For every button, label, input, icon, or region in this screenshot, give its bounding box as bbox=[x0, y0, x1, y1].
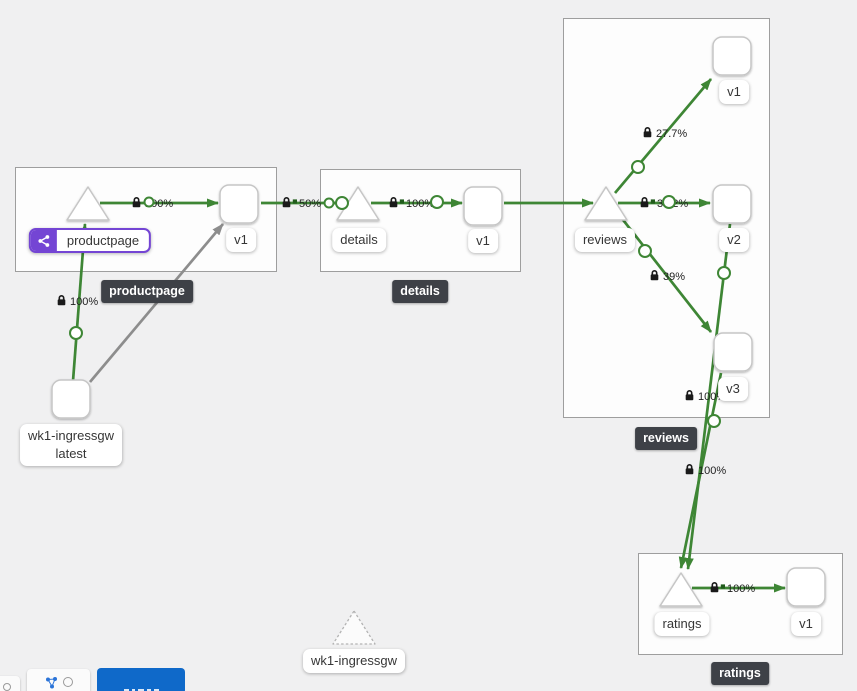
edge-reviews-v3-to-ratings[interactable] bbox=[678, 372, 723, 569]
edge-marker-square bbox=[399, 199, 404, 204]
edge-waypoint-circle bbox=[430, 195, 444, 209]
traffic-rate-label: 100% bbox=[406, 198, 434, 210]
edge-reviews-to-v1[interactable] bbox=[613, 78, 713, 194]
mtls-lock-icon bbox=[709, 581, 720, 594]
edge-waypoint-circle bbox=[335, 196, 349, 210]
app-label-productpage-service: productpage bbox=[28, 228, 152, 253]
group-reviews-badge: reviews bbox=[635, 427, 697, 450]
group-details-badge: details bbox=[392, 280, 448, 303]
graph-nodes-icon bbox=[45, 676, 57, 688]
mtls-lock-icon bbox=[684, 389, 695, 402]
traffic-rate-label: 39% bbox=[663, 271, 685, 283]
node-ratings-v1[interactable] bbox=[786, 567, 826, 607]
mtls-lock-icon bbox=[56, 294, 67, 307]
node-details-v1[interactable] bbox=[463, 186, 503, 226]
label-reviews-v2: v2 bbox=[719, 228, 749, 253]
node-productpage-service[interactable] bbox=[66, 186, 110, 221]
label-details-service: details bbox=[332, 228, 386, 253]
label-details-v1: v1 bbox=[468, 229, 498, 254]
group-ratings-badge: ratings bbox=[711, 662, 769, 685]
traffic-rate-label: 100% bbox=[698, 465, 726, 477]
node-ratings-service[interactable] bbox=[659, 572, 703, 607]
group-productpage-badge: productpage bbox=[101, 280, 193, 303]
app-label-text: productpage bbox=[66, 233, 140, 248]
node-reviews-v1[interactable] bbox=[712, 36, 752, 76]
toolbar-graph-chip[interactable] bbox=[27, 669, 90, 691]
mini-control-icon bbox=[3, 683, 11, 691]
edge-waypoint-circle bbox=[323, 197, 335, 209]
traffic-rate-label: 100% bbox=[727, 583, 755, 595]
edge-waypoint-circle bbox=[717, 266, 731, 280]
label-line: latest bbox=[55, 446, 87, 462]
label-line: wk1-ingressgw bbox=[28, 428, 114, 443]
mtls-lock-icon bbox=[281, 196, 292, 209]
edge-waypoint-circle bbox=[631, 160, 645, 174]
edge-marker-square bbox=[650, 199, 655, 204]
traffic-rate-label: 50% bbox=[299, 198, 321, 210]
traffic-rate-label: 100% bbox=[70, 296, 98, 308]
edge-marker-square bbox=[292, 199, 297, 204]
mtls-lock-icon bbox=[642, 126, 653, 139]
mtls-lock-icon bbox=[388, 196, 399, 209]
label-wk1-ingressgw-service: wk1-ingressgw bbox=[303, 649, 405, 674]
edge-waypoint-circle bbox=[638, 244, 652, 258]
label-productpage-v1: v1 bbox=[226, 228, 256, 253]
edge-waypoint-circle bbox=[69, 326, 83, 340]
edge-waypoint-circle bbox=[662, 195, 676, 209]
edge-reviews-v2-to-ratings[interactable] bbox=[684, 223, 732, 570]
node-reviews-v2[interactable] bbox=[712, 184, 752, 224]
code-branch-icon bbox=[30, 230, 57, 251]
edge-ingressgw-to-productpage-v1[interactable] bbox=[88, 223, 225, 383]
label-ratings-v1: v1 bbox=[791, 612, 821, 637]
mtls-lock-icon bbox=[649, 269, 660, 282]
label-wk1-ingressgw: wk1-ingressgw latest bbox=[20, 424, 122, 467]
label-reviews-v1: v1 bbox=[719, 80, 749, 105]
traffic-rate-label: 27.7% bbox=[656, 128, 687, 140]
edge-marker-square bbox=[720, 584, 725, 589]
node-reviews-service[interactable] bbox=[584, 186, 628, 221]
node-reviews-v3[interactable] bbox=[713, 332, 753, 372]
mtls-lock-icon bbox=[684, 463, 695, 476]
label-ratings-service: ratings bbox=[654, 612, 710, 637]
edge-reviews-to-v3[interactable] bbox=[618, 215, 713, 333]
edge-waypoint-circle bbox=[707, 414, 721, 428]
mtls-lock-icon bbox=[639, 196, 650, 209]
node-wk1-ingressgw[interactable] bbox=[51, 379, 91, 419]
graph-chip-glyph bbox=[62, 677, 73, 687]
edge-waypoint-circle bbox=[143, 196, 155, 208]
mtls-lock-icon bbox=[131, 196, 142, 209]
toolbar-primary-button[interactable] bbox=[97, 668, 185, 691]
label-reviews-service: reviews bbox=[574, 228, 636, 253]
node-wk1-ingressgw-service[interactable] bbox=[332, 610, 376, 645]
node-productpage-v1[interactable] bbox=[219, 184, 259, 224]
label-reviews-v3: v3 bbox=[718, 377, 748, 402]
toolbar-mini-control[interactable] bbox=[0, 676, 20, 691]
